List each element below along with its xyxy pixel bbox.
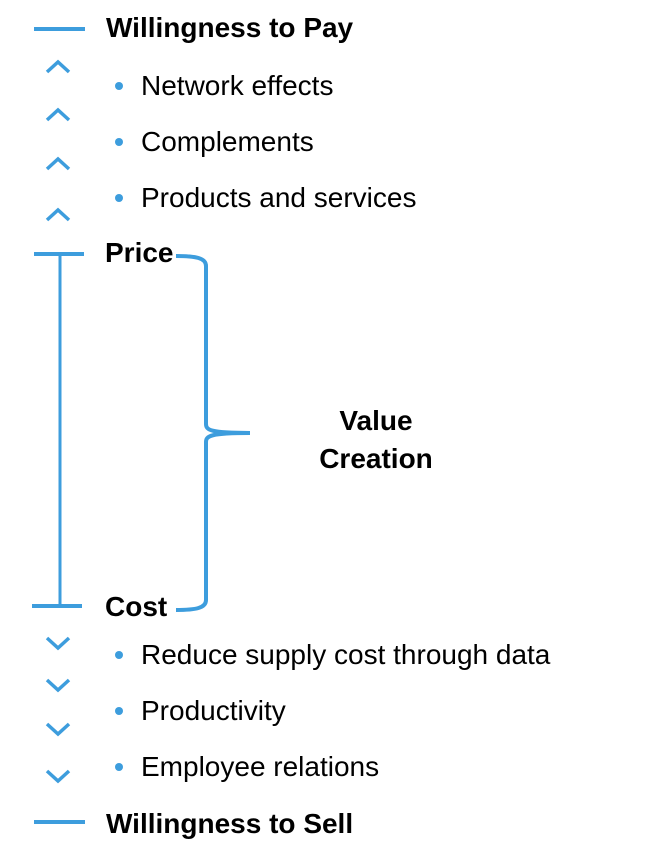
chevron-down-icon [45, 722, 71, 737]
willingness-to-pay-label: Willingness to Pay [106, 12, 354, 43]
bullet-dot-icon [115, 763, 123, 771]
cost-driver-label: Productivity [141, 695, 286, 726]
bullet-dot-icon [115, 82, 123, 90]
bullet-dot-icon [115, 707, 123, 715]
chevron-down-icon [45, 636, 71, 651]
value-creation-brace [175, 254, 251, 612]
wtp-driver-item: Products and services [115, 182, 417, 213]
cost-driver-item: Employee relations [115, 751, 380, 782]
wtp-driver-label: Complements [141, 126, 314, 157]
cost-driver-label: Employee relations [141, 751, 380, 782]
chevron-up-icon [45, 207, 71, 222]
bullet-dot-icon [115, 138, 123, 146]
chevron-up-icon [45, 107, 71, 122]
value-creation-label: Value Creation [296, 402, 456, 478]
cost-driver-item: Reduce supply cost through data [115, 639, 551, 670]
price-label: Price [105, 237, 174, 268]
value-creation-line1: Value [339, 405, 413, 436]
cost-label: Cost [105, 591, 168, 622]
chevron-down-icon [45, 769, 71, 784]
wtp-driver-label: Products and services [141, 182, 417, 213]
wtp-driver-item: Complements [115, 126, 314, 157]
wtp-driver-label: Network effects [141, 70, 334, 101]
wtp-driver-item: Network effects [115, 70, 334, 101]
cost-driver-label: Reduce supply cost through data [141, 639, 551, 670]
bullet-dot-icon [115, 194, 123, 202]
chevron-down-icon [45, 678, 71, 693]
chevron-up-icon [45, 156, 71, 171]
chevron-up-icon [45, 59, 71, 74]
willingness-to-sell-label: Willingness to Sell [106, 808, 354, 839]
cost-driver-item: Productivity [115, 695, 286, 726]
bullet-dot-icon [115, 651, 123, 659]
value-creation-line2: Creation [319, 443, 433, 474]
